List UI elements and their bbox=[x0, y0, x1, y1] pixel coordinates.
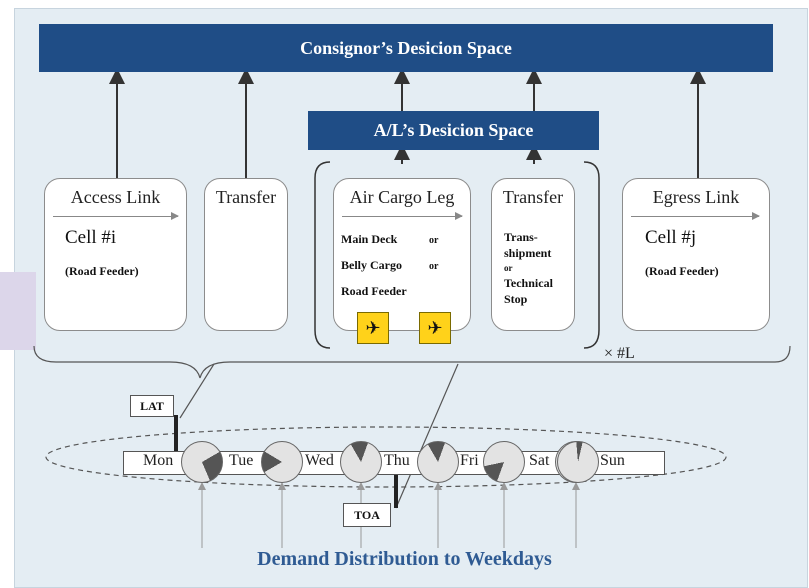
day-wed: Wed bbox=[305, 452, 334, 469]
stop-label: Stop bbox=[504, 292, 528, 306]
transfer-box-1: Transfer bbox=[204, 178, 288, 331]
al-decision-space-bar: A/L’s Desicion Space bbox=[308, 111, 599, 150]
takeoff-icon: ✈ bbox=[357, 312, 389, 344]
road-feeder-label: Road Feeder bbox=[341, 284, 407, 298]
pie-fri bbox=[483, 441, 525, 483]
footer-caption: Demand Distribution to Weekdays bbox=[257, 548, 552, 570]
air-cargo-arrow bbox=[342, 212, 463, 220]
access-link-box: Access Link Cell #i (Road Feeder) bbox=[44, 178, 187, 331]
landing-icon: ✈ bbox=[419, 312, 451, 344]
belly-cargo-label: Belly Cargo bbox=[341, 258, 402, 272]
access-link-arrow bbox=[53, 212, 179, 220]
access-road-feeder: (Road Feeder) bbox=[65, 264, 139, 278]
access-cell-label: Cell #i bbox=[65, 227, 117, 248]
day-tue: Tue bbox=[229, 452, 254, 469]
egress-link-arrow bbox=[631, 212, 760, 220]
technical-label: Technical bbox=[504, 276, 553, 290]
pie-tue bbox=[261, 441, 303, 483]
day-mon: Mon bbox=[143, 452, 174, 469]
pie-thu bbox=[417, 441, 459, 483]
transfer-1-title: Transfer bbox=[215, 187, 277, 207]
pie-wed bbox=[340, 441, 382, 483]
transshipment-or: or bbox=[504, 263, 513, 273]
pie-sun bbox=[557, 441, 599, 483]
main-deck-label: Main Deck bbox=[341, 232, 398, 246]
egress-road-feeder: (Road Feeder) bbox=[645, 264, 719, 278]
lat-label: LAT bbox=[130, 395, 174, 417]
egress-cell-label: Cell #j bbox=[645, 227, 697, 248]
access-link-title: Access Link bbox=[70, 187, 161, 207]
multiplier-label: × #L bbox=[604, 345, 635, 362]
day-sat: Sat bbox=[529, 452, 550, 469]
day-fri: Fri bbox=[460, 452, 479, 469]
toa-label: TOA bbox=[343, 503, 391, 527]
consignor-decision-space-bar: Consignor’s Desicion Space bbox=[39, 24, 773, 72]
pie-mon bbox=[181, 441, 223, 483]
air-cargo-title: Air Cargo Leg bbox=[349, 187, 455, 207]
or-label-2: or bbox=[429, 261, 439, 272]
transshipment-line-2: shipment bbox=[504, 246, 552, 260]
day-sun: Sun bbox=[600, 452, 625, 469]
day-thu: Thu bbox=[384, 452, 410, 469]
or-label-1: or bbox=[429, 235, 439, 246]
egress-link-box: Egress Link Cell #j (Road Feeder) bbox=[622, 178, 770, 331]
egress-link-title: Egress Link bbox=[652, 187, 740, 207]
transfer-2-title: Transfer bbox=[502, 187, 564, 207]
transfer-box-2: Transfer Trans- shipment or Technical St… bbox=[491, 178, 575, 331]
side-decoration bbox=[0, 272, 36, 350]
air-cargo-leg-box: Air Cargo Leg Main Deck or Belly Cargo o… bbox=[333, 178, 471, 331]
transshipment-line-1: Trans- bbox=[504, 230, 538, 244]
